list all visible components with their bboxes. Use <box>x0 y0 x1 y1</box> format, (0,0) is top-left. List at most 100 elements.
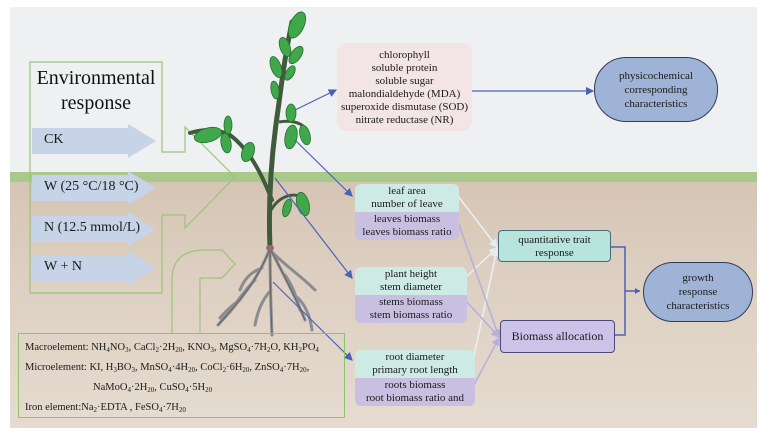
trait-item: leaf area <box>388 185 426 197</box>
subscript: 4 <box>315 346 319 354</box>
subscript: 2 <box>266 346 271 354</box>
microelement-label: Microelement: <box>25 362 90 373</box>
subscript: 2 <box>298 346 302 354</box>
root-biomass: roots biomass root biomass ratio and <box>355 378 475 406</box>
subscript: 2 <box>222 366 227 374</box>
condition-arrow-nitrogen: N (12.5 mmol/L) <box>32 212 158 246</box>
quantitative-line: quantitative trait <box>518 234 591 246</box>
quantitative-trait-box: quantitative trait response <box>498 230 611 262</box>
macroelement-formulas: NH4NO3, CaCl2·2H20, KNO3, MgSO4·7H2O, KH… <box>91 342 319 354</box>
leaf-morphology: leaf area number of leave <box>355 184 459 212</box>
subscript: 2 <box>93 406 98 414</box>
macroelement-line: Macroelement: NH4NO3, CaCl2·2H20, KNO3, … <box>25 338 344 358</box>
phys-item: malondialdehyde (MDA) <box>348 88 461 100</box>
condition-label: N (12.5 mmol/L) <box>44 220 141 235</box>
iron-element-label: Iron element: <box>25 402 82 413</box>
subscript: 2 <box>188 366 192 374</box>
microelement-formulas: KI, H3BO3, MnSO4·4H20, CoCl2·6H20, ZnSO4… <box>89 362 310 374</box>
root-traits-box: root diameter primary root length roots … <box>355 350 475 406</box>
stem-morphology: plant height stem diameter <box>355 267 467 295</box>
subscript: 4 <box>185 386 189 394</box>
macroelement-label: Macroelement: <box>25 342 92 353</box>
subscript: 0 <box>182 406 186 414</box>
trait-item: root diameter <box>385 351 445 363</box>
trait-item: leaves biomass ratio <box>362 226 452 238</box>
oval-line: corresponding <box>624 83 688 96</box>
condition-label: CK <box>44 132 64 147</box>
condition-label: W (25 °C/18 °C) <box>44 179 139 194</box>
microelement-line: Microelement: KI, H3BO3, MnSO4·4H20, CoC… <box>25 358 344 378</box>
phys-item: chlorophyll <box>379 49 430 61</box>
condition-arrow-warming-nitrogen: W + N <box>32 251 158 285</box>
environment-title-line2: response <box>61 92 131 114</box>
trait-item: roots biomass <box>384 379 446 391</box>
phys-item: superoxide dismutase (SOD) <box>340 101 469 113</box>
iron-element-formulas: Na2·EDTA , FeSO4·7H20 <box>81 402 186 414</box>
trait-item: primary root length <box>372 364 458 376</box>
subscript: 4 <box>106 346 110 354</box>
oval-line: physicochemical <box>619 69 693 82</box>
physiological-indices-box: chlorophyll soluble protein soluble suga… <box>337 43 472 131</box>
subscript: 4 <box>247 346 251 354</box>
physicochemical-oval: physicochemical corresponding characteri… <box>594 57 718 122</box>
subscript: 0 <box>208 386 213 394</box>
subscript: 4 <box>279 366 284 374</box>
trait-item: number of leave <box>371 198 443 210</box>
trait-item: leaves biomass <box>373 213 441 225</box>
condition-arrow-ck: CK <box>32 124 158 158</box>
arrow-stem-to-stem-traits <box>274 177 353 279</box>
subscript: 2 <box>242 366 246 374</box>
phys-item: nitrate reductase (NR) <box>355 114 454 126</box>
trait-item: stem biomass ratio <box>369 309 453 321</box>
phys-item: soluble protein <box>371 62 438 74</box>
subscript: 4 <box>158 406 163 414</box>
quantitative-line: response <box>535 247 574 259</box>
subscript: 3 <box>131 366 135 374</box>
subscript: 3 <box>210 346 214 354</box>
subscript: 3 <box>125 346 129 354</box>
arrow-leaf-to-physiology <box>294 89 338 111</box>
condition-arrow-warming: W (25 °C/18 °C) <box>32 171 158 205</box>
environment-outline-arrow <box>29 61 236 294</box>
arrow-leaf-to-leaf-traits <box>294 139 353 197</box>
stem-biomass: stems biomass stem biomass ratio <box>355 295 467 323</box>
trait-item: stems biomass <box>379 296 443 308</box>
environment-title: Environmental response <box>36 66 156 116</box>
leaf-traits-box: leaf area number of leave leaves biomass… <box>355 184 459 240</box>
phys-item: soluble sugar <box>375 75 434 87</box>
ground-line <box>10 172 757 182</box>
growth-response-oval: growth response characteristics <box>643 262 753 322</box>
microelement-line-cont: NaMoO4·2H20, CuSO4·5H20 <box>25 378 344 398</box>
subscript: 2 <box>147 386 151 394</box>
subscript: 3 <box>113 366 117 374</box>
stem-traits-box: plant height stem diameter stems biomass… <box>355 267 467 323</box>
plant-illustration <box>188 11 317 337</box>
subscript: 0 <box>191 366 196 374</box>
nutrient-media-box: Macroelement: NH4NO3, CaCl2·2H20, KNO3, … <box>18 333 345 418</box>
oval-line: characteristics <box>624 97 688 110</box>
arrow-root-to-root-traits <box>272 281 353 361</box>
subscript: 2 <box>205 386 209 394</box>
oval-line: characteristics <box>666 300 730 312</box>
subscript: 4 <box>168 366 172 374</box>
subscript: 0 <box>150 386 155 394</box>
subscript: 2 <box>178 406 183 414</box>
subscript: 0 <box>303 366 307 374</box>
subscript: 2 <box>299 366 304 374</box>
environment-title-line1: Environmental <box>36 67 156 89</box>
oval-line: response <box>678 286 718 298</box>
subscript: 2 <box>155 346 159 354</box>
microelement-formulas-cont: NaMoO4·2H20, CuSO4·5H20 <box>93 382 213 394</box>
root-morphology: root diameter primary root length <box>355 350 475 378</box>
trait-item: plant height <box>384 268 438 280</box>
oval-line: growth <box>682 272 714 284</box>
subscript: 0 <box>178 346 183 354</box>
trait-item: root biomass ratio and <box>365 392 465 404</box>
iron-element-line: Iron element:Na2·EDTA , FeSO4·7H20 <box>25 398 344 418</box>
condition-label: W + N <box>44 259 82 274</box>
subscript: 2 <box>175 346 179 354</box>
leaf-biomass: leaves biomass leaves biomass ratio <box>355 212 459 240</box>
biomass-allocation-box: Biomass allocation <box>500 320 615 353</box>
